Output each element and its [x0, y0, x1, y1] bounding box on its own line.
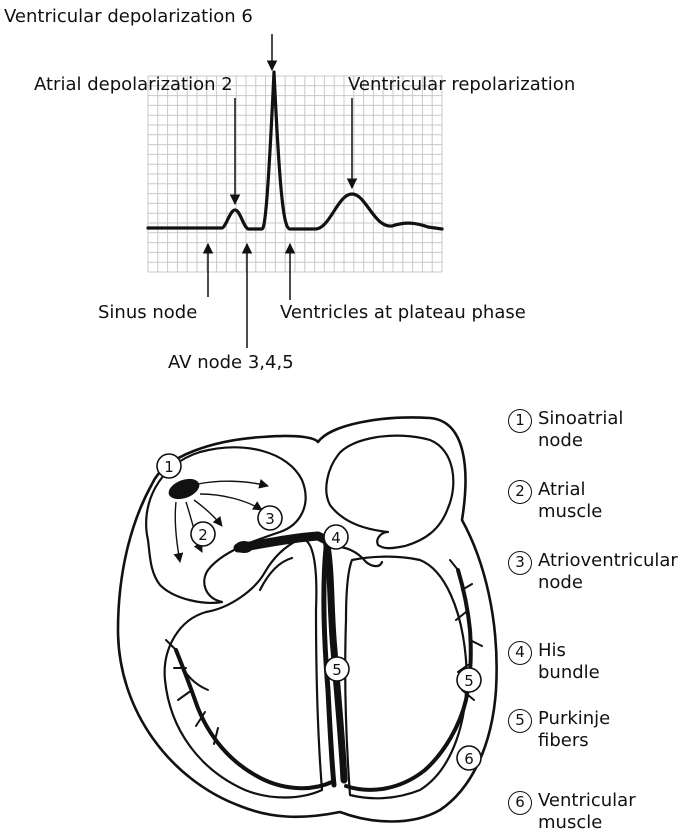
marker-2-label: 2: [198, 526, 208, 544]
legend-text: Atrioventricular node: [538, 550, 678, 594]
purkinje-left: [346, 570, 471, 790]
legend-num: 1: [508, 409, 532, 433]
legend-num: 5: [508, 709, 532, 733]
legend-text: Atrial muscle: [538, 479, 602, 523]
label-atrial-depolarization: Atrial depolarization 2: [34, 74, 233, 96]
label-ventricular-depolarization: Ventricular depolarization 6: [4, 6, 253, 28]
marker-5a-label: 5: [332, 661, 342, 679]
sa-node-shape: [166, 475, 202, 503]
legend-item-atrioventricular: 3 Atrioventricular node: [508, 550, 678, 594]
legend-item-ventricular-muscle: 6 Ventricular muscle: [508, 790, 636, 834]
label-av-node: AV node 3,4,5: [168, 352, 294, 374]
legend-item-sinoatrial: 1 Sinoatrial node: [508, 408, 623, 452]
legend-text: Purkinje fibers: [538, 708, 610, 752]
conduction-system: [166, 475, 482, 790]
right-ventricle: [165, 539, 322, 797]
legend-num: 4: [508, 641, 532, 665]
legend-item-purkinje: 5 Purkinje fibers: [508, 708, 610, 752]
legend-text: His bundle: [538, 640, 600, 684]
left-ventricle: [345, 557, 466, 799]
heart-diagram: [118, 417, 497, 821]
marker-5b-label: 5: [464, 672, 474, 690]
marker-3-label: 3: [265, 510, 275, 528]
legend-text: Sinoatrial node: [538, 408, 623, 452]
legend-item-atrial-muscle: 2 Atrial muscle: [508, 479, 602, 523]
label-ventricular-repolarization: Ventricular repolarization: [348, 74, 575, 96]
legend-num: 2: [508, 480, 532, 504]
marker-4-label: 4: [331, 529, 341, 547]
heart-outer-wall: [118, 417, 497, 821]
legend-text: Ventricular muscle: [538, 790, 636, 834]
label-ventricles-plateau: Ventricles at plateau phase: [280, 302, 526, 324]
ecg-grid: [148, 76, 442, 272]
marker-6-label: 6: [464, 750, 474, 768]
label-sinus-node: Sinus node: [98, 302, 197, 324]
legend-num: 6: [508, 791, 532, 815]
legend-num: 3: [508, 551, 532, 575]
legend-item-his-bundle: 4 His bundle: [508, 640, 600, 684]
marker-1-label: 1: [164, 458, 174, 476]
